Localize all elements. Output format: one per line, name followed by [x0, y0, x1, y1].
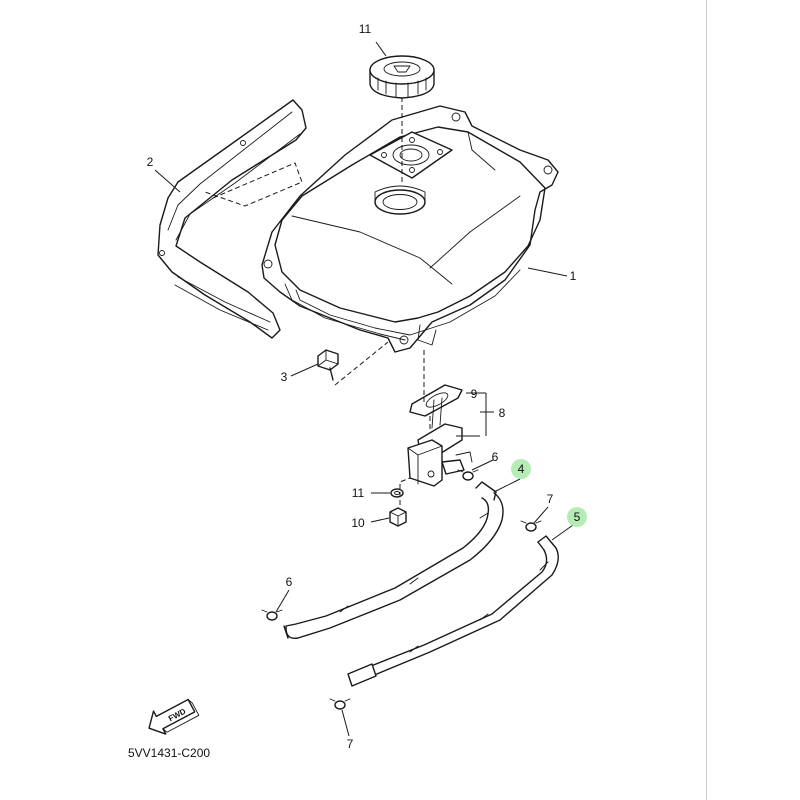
part-6-clip-upper[interactable] — [457, 469, 479, 481]
callout-8[interactable]: 8 — [499, 406, 506, 420]
part-3-alignment-line — [334, 341, 389, 386]
callout-2[interactable]: 2 — [147, 155, 154, 169]
callout-6-upper[interactable]: 6 — [492, 450, 499, 464]
part-7-clip-lower[interactable] — [329, 698, 351, 710]
diagram-code: 5VV1431-C200 — [128, 746, 210, 760]
callout-7-upper[interactable]: 7 — [547, 492, 554, 506]
callout-9[interactable]: 9 — [471, 387, 478, 401]
part-1-fuel-tank[interactable] — [261, 105, 559, 353]
part-8-fuel-cock[interactable] — [407, 397, 473, 487]
valve-alignment-line — [423, 350, 431, 430]
part-2-side-cover[interactable] — [157, 99, 307, 339]
fwd-arrow-icon: FWD — [148, 698, 200, 735]
callout-4[interactable]: 4 — [518, 462, 525, 476]
part-11-washer[interactable] — [390, 488, 404, 498]
part-2-alignment-line — [204, 162, 303, 207]
frame-right-border — [706, 0, 707, 800]
part-7-clip-upper[interactable] — [520, 520, 542, 532]
callout-11[interactable]: 11 — [352, 486, 365, 500]
part-6-clip-lower[interactable] — [261, 609, 283, 621]
callout-5-highlight — [567, 507, 587, 527]
leader-lines — [154, 41, 574, 737]
part-9-gasket[interactable] — [409, 384, 463, 417]
part-3-bolt[interactable] — [317, 349, 339, 381]
part-5-vacuum-hose[interactable] — [347, 535, 559, 687]
part-12-filler-cap[interactable] — [369, 55, 435, 99]
callout-5[interactable]: 5 — [574, 510, 581, 524]
callout-1[interactable]: 1 — [570, 269, 577, 283]
callout-10[interactable]: 10 — [351, 516, 365, 530]
part-10-bolt[interactable] — [389, 507, 407, 527]
callout-12[interactable]: 11 — [359, 22, 372, 36]
callout-3[interactable]: 3 — [281, 370, 288, 384]
callout-6-lower[interactable]: 6 — [286, 575, 293, 589]
callout-7-lower[interactable]: 7 — [347, 737, 354, 751]
callout-4-highlight — [511, 459, 531, 479]
part-4-fuel-hose[interactable] — [283, 481, 504, 639]
